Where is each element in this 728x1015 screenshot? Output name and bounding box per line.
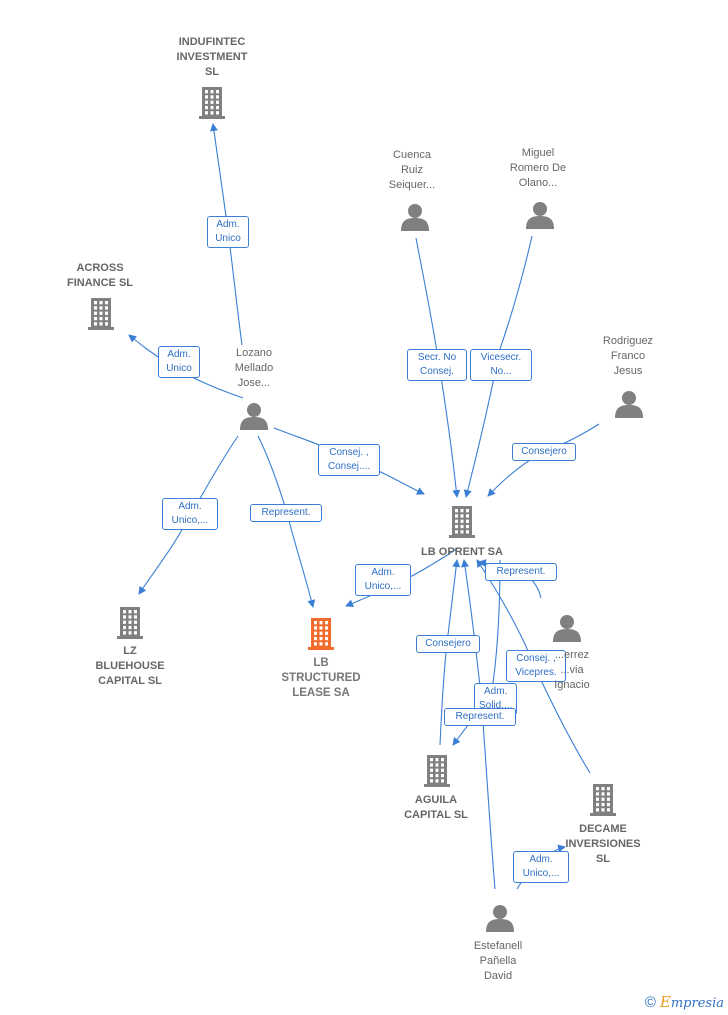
- node-label-lozano[interactable]: Lozano Mellado Jose...: [234, 347, 274, 389]
- aguila-building-icon[interactable]: [424, 755, 450, 787]
- lozano-person-icon[interactable]: [240, 403, 268, 430]
- node-label-across[interactable]: ACROSS FINANCE SL: [67, 262, 133, 289]
- rodriguez-person-icon[interactable]: [615, 391, 643, 418]
- edge-label-lozano-to-lboprent[interactable]: Consej. , Consej....: [318, 444, 380, 476]
- node-label-lboprent[interactable]: LB OPRENT SA: [421, 546, 503, 558]
- node-label-estefanell[interactable]: Estefanell Pañella David: [473, 940, 523, 982]
- lbstructured-building-icon[interactable]: [308, 618, 334, 650]
- node-label-miguel[interactable]: Miguel Romero De Olano...: [509, 147, 567, 189]
- brand-initial: E: [659, 993, 671, 1011]
- node-label-lbstructured[interactable]: LB STRUCTURED LEASE SA: [281, 657, 361, 699]
- edge-label-lboprent-to-aguila[interactable]: Represent.: [444, 708, 516, 726]
- edge-label-lozano-to-lbstructured[interactable]: Represent.: [250, 504, 322, 522]
- node-label-aguila[interactable]: AGUILA CAPITAL SL: [404, 794, 468, 821]
- edge-label-lozano-to-lz[interactable]: Adm. Unico,...: [162, 498, 218, 530]
- brand-watermark[interactable]: ©Empresia: [645, 993, 724, 1011]
- edge-label-cuenca-to-lboprent[interactable]: Secr. No Consej.: [407, 349, 467, 381]
- node-label-lz[interactable]: LZ BLUEHOUSE CAPITAL SL: [95, 645, 165, 687]
- node-label-rodriguez[interactable]: Rodriguez Franco Jesus: [602, 335, 654, 377]
- indufintec-building-icon[interactable]: [199, 87, 225, 119]
- across-building-icon[interactable]: [88, 298, 114, 330]
- estefanell-person-icon[interactable]: [486, 905, 514, 932]
- copyright-icon: ©: [644, 994, 656, 1011]
- edge-label-miguel-to-lboprent[interactable]: Vicesecr. No...: [470, 349, 532, 381]
- lboprent-building-icon[interactable]: [449, 506, 475, 538]
- node-label-cuenca[interactable]: Cuenca Ruiz Seiquer...: [388, 149, 436, 191]
- decame-building-icon[interactable]: [590, 784, 616, 816]
- edge-label-lozano-to-indufintec[interactable]: Adm. Unico: [207, 216, 249, 248]
- node-label-gutierrez[interactable]: ...errez ...via Ignacio: [554, 649, 590, 691]
- edge-label-estefanell-to-decame[interactable]: Adm. Unico,...: [513, 851, 569, 883]
- node-label-decame[interactable]: DECAME INVERSIONES SL: [565, 823, 641, 865]
- edge-label-lozano-to-across[interactable]: Adm. Unico: [158, 346, 200, 378]
- node-label-indufintec[interactable]: INDUFINTEC INVESTMENT SL: [176, 36, 248, 78]
- edge-label-aguila-to-lboprent[interactable]: Consejero: [416, 635, 480, 653]
- gutierrez-person-icon[interactable]: [553, 615, 581, 642]
- edge-label-decame-to-lboprent[interactable]: Consej. , Vicepres.: [506, 650, 566, 682]
- cuenca-person-icon[interactable]: [401, 204, 429, 231]
- miguel-person-icon[interactable]: [526, 202, 554, 229]
- brand-name: mpresia: [670, 996, 724, 1011]
- edge-label-rodriguez-to-lboprent[interactable]: Consejero: [512, 443, 576, 461]
- edge-label-lboprent-to-lbstructured[interactable]: Adm. Unico,...: [355, 564, 411, 596]
- lz-building-icon[interactable]: [117, 607, 143, 639]
- edge-label-gutierrez-to-lboprent[interactable]: Represent.: [485, 563, 557, 581]
